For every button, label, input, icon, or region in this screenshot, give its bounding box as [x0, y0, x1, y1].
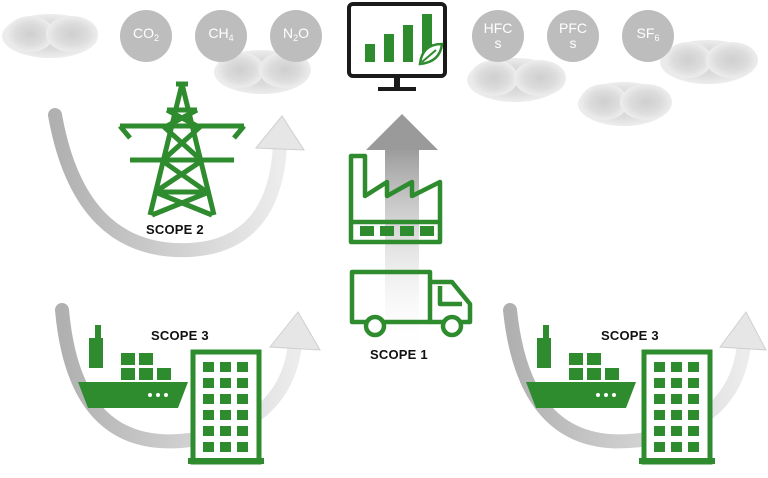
factory-icon: [348, 153, 443, 245]
building-window: [237, 362, 248, 372]
building-window: [203, 362, 214, 372]
gas-circle: SF6: [622, 10, 674, 62]
building-window: [688, 378, 699, 388]
building-window: [220, 442, 231, 452]
building-window: [203, 410, 214, 420]
scope1-label: SCOPE 1: [370, 347, 428, 362]
building-window: [688, 362, 699, 372]
gas-circle: CO2: [120, 10, 172, 62]
gas-circle: N2O: [270, 10, 322, 62]
building-window: [237, 394, 248, 404]
building-window: [220, 426, 231, 436]
building-window: [671, 362, 682, 372]
building-window: [220, 362, 231, 372]
cargo-ship-icon: [526, 325, 636, 408]
building-window: [237, 410, 248, 420]
building-window: [220, 394, 231, 404]
building-window: [654, 362, 665, 372]
gas-label: HFCs: [483, 20, 513, 51]
building-window: [671, 426, 682, 436]
building-window: [671, 394, 682, 404]
gas-label: CO2: [132, 25, 159, 44]
scope2-label: SCOPE 2: [146, 222, 204, 237]
building-window: [654, 378, 665, 388]
building-window: [671, 378, 682, 388]
building-window: [654, 426, 665, 436]
curved-arrow-scope3-right: [503, 303, 767, 449]
building-window: [688, 410, 699, 420]
curved-arrow-scope3-left: [55, 303, 321, 449]
truck-icon: [349, 269, 473, 338]
cloud-icon: [2, 14, 98, 58]
cloud-icon: [660, 40, 758, 84]
gas-circle: CH4: [195, 10, 247, 62]
gas-circle: PFCs: [547, 10, 599, 62]
cargo-ship-icon: [78, 325, 188, 408]
monitor-chart-leaf-icon: [344, 0, 450, 96]
building-window: [654, 442, 665, 452]
building-window: [671, 442, 682, 452]
cloud-icon: [578, 82, 672, 126]
gas-label: N2O: [282, 25, 310, 44]
power-tower-icon: [118, 81, 246, 218]
curved-arrow-scope2: [48, 108, 305, 258]
building-window: [671, 410, 682, 420]
gas-label: CH4: [208, 25, 234, 44]
scope3-right-label: SCOPE 3: [601, 328, 659, 343]
building-window: [237, 442, 248, 452]
building-window: [654, 394, 665, 404]
office-building-icon: [639, 349, 715, 465]
gas-circle: HFCs: [472, 10, 524, 62]
building-window: [654, 410, 665, 420]
building-window: [220, 410, 231, 420]
gas-label: PFCs: [559, 20, 587, 51]
cloud-icon: [467, 58, 566, 102]
building-window: [203, 442, 214, 452]
building-window: [237, 378, 248, 388]
building-window: [203, 426, 214, 436]
building-window: [688, 442, 699, 452]
building-window: [688, 426, 699, 436]
building-window: [220, 378, 231, 388]
cloud-group: [2, 14, 758, 126]
building-window: [688, 394, 699, 404]
building-window: [203, 378, 214, 388]
office-building-icon: [188, 349, 264, 465]
building-window: [203, 394, 214, 404]
gas-label: SF6: [636, 25, 660, 44]
scope3-left-label: SCOPE 3: [151, 328, 209, 343]
building-window: [237, 426, 248, 436]
